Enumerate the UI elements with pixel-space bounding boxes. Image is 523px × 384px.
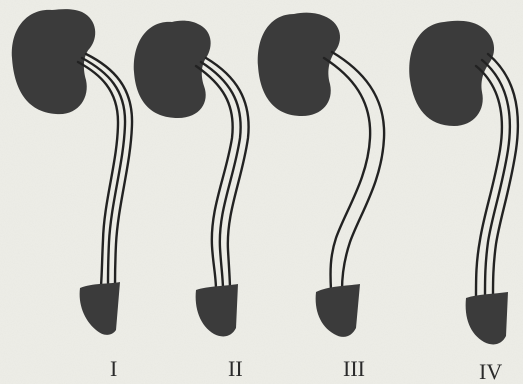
variant-label-2: II [228,358,243,380]
variant-label-3: III [343,358,365,380]
variant-label-4: IV [479,361,502,383]
variant-3-kidney [258,13,340,116]
variant-label-1: I [110,358,117,380]
